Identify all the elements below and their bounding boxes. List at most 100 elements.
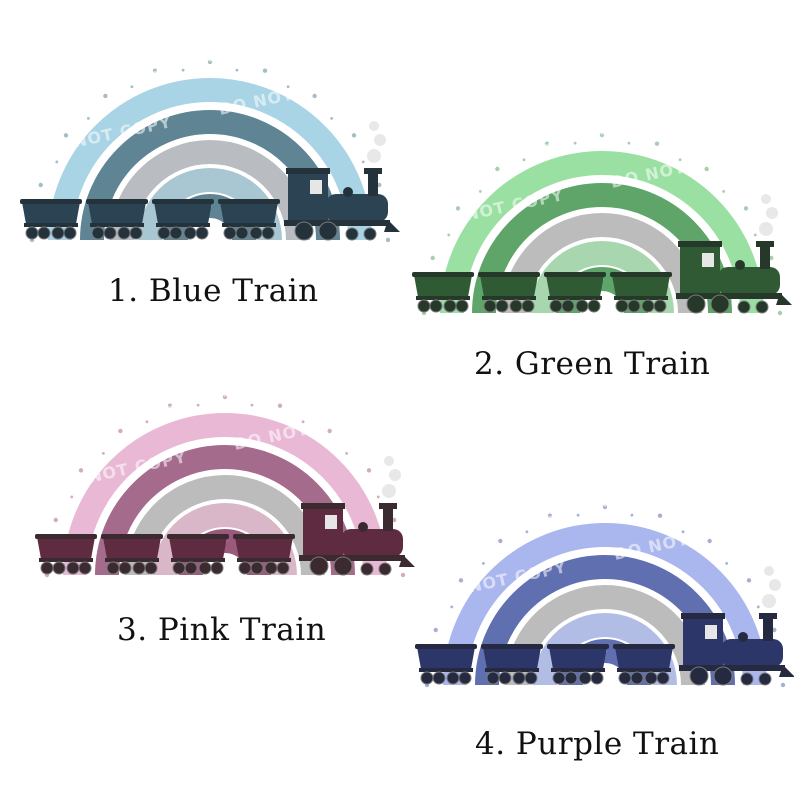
sparkle-dot <box>366 468 372 473</box>
sparkle-dot <box>63 133 69 138</box>
wheel-icon <box>755 300 769 314</box>
coal-car-body <box>169 537 227 559</box>
coal-car-base <box>156 223 210 227</box>
rainbow-band-1 <box>63 413 387 576</box>
coal-car-rim <box>233 534 295 539</box>
coal-car-rim <box>613 644 675 649</box>
coal-car-rim <box>152 199 214 204</box>
sparkle-dot <box>250 403 254 407</box>
wheel-icon <box>656 671 670 685</box>
locomotive-boiler <box>326 194 388 222</box>
sparkle-dot <box>262 68 268 73</box>
coal-car <box>218 199 280 240</box>
coal-car-base <box>39 558 93 562</box>
wheel-icon <box>378 562 392 576</box>
sparkle-dot <box>678 158 682 162</box>
sparkle-dot <box>53 517 58 523</box>
coal-car-body <box>235 537 293 559</box>
wheel-icon <box>117 226 131 240</box>
locomotive-roof <box>678 241 722 247</box>
sparkle-dot <box>654 141 660 146</box>
smokestack <box>760 245 770 269</box>
wheel-icon <box>552 671 566 685</box>
coal-car-base <box>485 668 539 672</box>
dome <box>358 522 368 532</box>
coal-car-body <box>480 275 538 297</box>
coal-car-base <box>24 223 78 227</box>
steam-puff <box>369 121 379 131</box>
sparkle-dot <box>707 538 712 544</box>
sparkle-dot <box>167 403 173 408</box>
coal-car <box>101 534 163 575</box>
steam-puff <box>374 134 386 146</box>
wheel-icon <box>25 226 39 240</box>
coal-car-rim <box>35 534 97 539</box>
coal-car-body <box>88 202 146 224</box>
coal-car-base <box>105 558 159 562</box>
sparkle-dot <box>627 141 631 145</box>
drive-wheel-icon <box>689 666 709 686</box>
coal-car <box>20 199 82 240</box>
sparkle-dot <box>55 160 59 164</box>
sparkle-dot <box>756 605 760 609</box>
wheel-icon <box>51 226 65 240</box>
wheel-icon <box>52 561 66 575</box>
sparkle-dot <box>630 513 634 517</box>
coal-car-rim <box>481 644 543 649</box>
sparkle-dot <box>777 310 783 316</box>
sparkle-dot <box>286 85 290 89</box>
coal-car-body <box>22 202 80 224</box>
smokestack <box>763 617 773 641</box>
wheel-icon <box>172 561 186 575</box>
coal-car <box>544 272 606 313</box>
wheel-icon <box>40 561 54 575</box>
coal-car-base <box>617 668 671 672</box>
wheel-icon <box>564 671 578 685</box>
sparkle-dot <box>599 132 605 138</box>
wheel-icon <box>106 561 120 575</box>
sparkle-dot <box>772 627 777 633</box>
coal-car <box>481 644 543 685</box>
sparkle-dot <box>478 189 482 193</box>
sparkle-dot <box>433 627 438 633</box>
sparkle-dot <box>746 578 752 583</box>
sparkle-dot <box>780 682 786 688</box>
smokestack-top <box>379 503 397 509</box>
steam-puff <box>759 222 773 236</box>
sparkle-dot <box>78 468 84 473</box>
drive-wheel-icon <box>309 556 329 576</box>
purple-train-caption: 4. Purple Train <box>475 726 720 762</box>
wheel-icon <box>264 561 278 575</box>
sparkle-dot <box>450 605 454 609</box>
wheel-icon <box>360 562 374 576</box>
sparkle-dot <box>544 141 550 146</box>
coal-car-base <box>90 223 144 227</box>
coal-car-body <box>220 202 278 224</box>
dome <box>343 187 353 197</box>
sparkle-dot <box>704 166 709 172</box>
locomotive-window <box>705 625 717 639</box>
coal-car-body <box>154 202 212 224</box>
sparkle-dot <box>430 255 435 261</box>
coal-car-rim <box>218 199 280 204</box>
locomotive-cab <box>683 617 723 667</box>
coal-car <box>86 199 148 240</box>
sparkle-dot <box>327 428 332 434</box>
locomotive-roof <box>286 168 330 174</box>
sparkle-dot <box>376 495 380 499</box>
sparkle-dot <box>345 451 349 455</box>
coal-car-body <box>549 647 607 669</box>
coal-car-body <box>612 275 670 297</box>
wheel-icon <box>458 671 472 685</box>
green-train-caption: 2. Green Train <box>474 346 711 382</box>
sparkle-dot <box>573 141 577 145</box>
locomotive <box>299 503 415 576</box>
wheel-icon <box>549 299 563 313</box>
wheel-icon <box>144 561 158 575</box>
sparkle-dot <box>361 160 365 164</box>
coal-car-rim <box>610 272 672 277</box>
wheel-icon <box>587 299 601 313</box>
